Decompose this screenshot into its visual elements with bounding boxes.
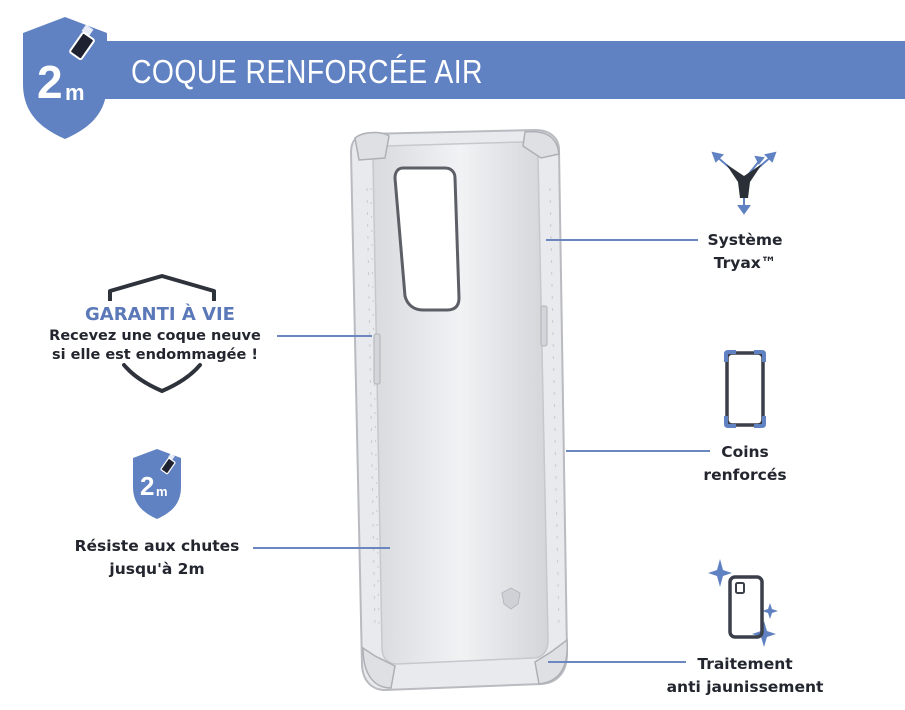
corners-line-1: Coins bbox=[721, 443, 769, 461]
guarantee-text: Recevez une coque neuve si elle est endo… bbox=[15, 327, 295, 365]
brand-logo-mark bbox=[501, 587, 521, 610]
callout-line-guarantee bbox=[277, 335, 372, 337]
sparkle-large-icon bbox=[708, 559, 732, 587]
badge-number: 2 bbox=[37, 56, 63, 108]
drop-line-1: Résiste aux chutes bbox=[74, 537, 240, 555]
drop-2m-shield-badge: 2 m bbox=[23, 17, 107, 139]
phone-case-image bbox=[349, 128, 569, 692]
drop-text: Résiste aux chutes jusqu'à 2m bbox=[57, 535, 257, 581]
sparkle-bottom-icon bbox=[752, 621, 776, 647]
yellowing-text: Traitement anti jaunissement bbox=[640, 653, 850, 699]
guarantee-title: GARANTI À VIE bbox=[85, 304, 235, 325]
tryax-line-2: Tryax™ bbox=[713, 254, 777, 272]
badge-unit: m bbox=[65, 80, 85, 105]
tryax-arrows-icon bbox=[711, 151, 777, 215]
guarantee-line-1: Recevez une coque neuve bbox=[49, 328, 261, 344]
guarantee-shield-outline bbox=[108, 274, 216, 394]
yellowing-line-2: anti jaunissement bbox=[666, 678, 824, 696]
anti-yellowing-sparkle-phone-icon bbox=[708, 559, 778, 647]
drop-line-2: jusqu'à 2m bbox=[109, 560, 205, 578]
callout-line-tryax bbox=[546, 239, 698, 241]
guarantee-line-2: si elle est endommagée ! bbox=[52, 347, 258, 363]
falling-phone-small-icon bbox=[160, 453, 176, 475]
camera-cutout bbox=[393, 166, 461, 312]
callout-line-corners bbox=[566, 450, 710, 452]
corners-text: Coins renforcés bbox=[680, 441, 810, 487]
small-badge-number: 2 bbox=[140, 471, 154, 501]
sparkle-small-icon bbox=[762, 603, 778, 619]
callout-line-drop bbox=[253, 547, 390, 549]
yellowing-line-1: Traitement bbox=[697, 655, 793, 673]
header-banner bbox=[100, 41, 905, 99]
tryax-text: Système Tryax™ bbox=[680, 229, 810, 275]
callout-line-yellowing bbox=[548, 661, 686, 663]
page-title: COQUE RENFORCÉE AIR bbox=[131, 53, 483, 90]
drop-2m-small-badge: 2 m bbox=[133, 449, 181, 519]
small-badge-unit: m bbox=[156, 484, 168, 499]
corners-line-2: renforcés bbox=[703, 466, 787, 484]
falling-phone-icon bbox=[69, 24, 95, 61]
reinforced-corners-phone-icon bbox=[724, 350, 766, 428]
tryax-line-1: Système bbox=[707, 231, 783, 249]
